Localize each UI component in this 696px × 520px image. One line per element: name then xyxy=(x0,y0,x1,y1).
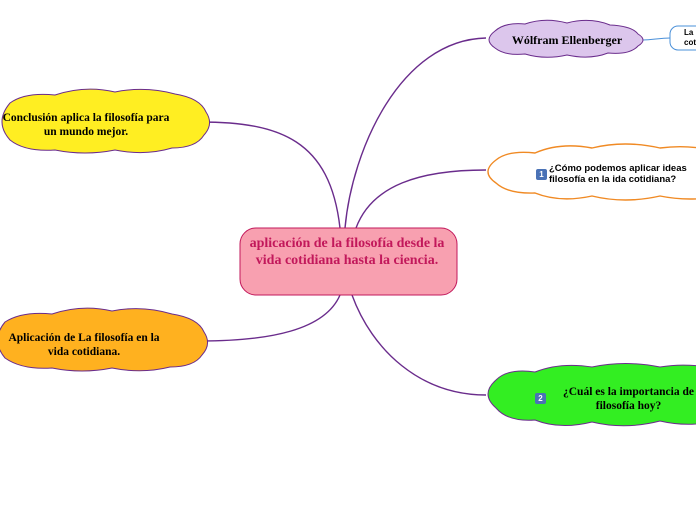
como-aplicar-label: ¿Cómo podemos aplicar ideas filosofía en… xyxy=(549,163,687,186)
wolfram-node[interactable] xyxy=(488,19,644,58)
importancia-label: ¿Cuál es la importancia de filosofía hoy… xyxy=(563,386,694,412)
number-2-icon: 2 xyxy=(535,393,546,404)
aplicacion-node[interactable] xyxy=(0,307,208,372)
connector-conclusion xyxy=(199,121,341,229)
importancia-node[interactable] xyxy=(487,363,696,427)
como-aplicar-node[interactable] xyxy=(487,143,696,201)
central-node[interactable] xyxy=(239,227,458,296)
wolfram-child-node[interactable] xyxy=(669,25,696,51)
wolfram-node-label: Wólfram Ellenberger xyxy=(511,33,623,47)
connector-wolfram xyxy=(344,37,487,229)
wolfram-child-line1: La xyxy=(684,28,694,37)
conclusion-label: Conclusión aplica la filosofía para un m… xyxy=(2,112,170,138)
aplicacion-label: Aplicación de La filosofía en la vida co… xyxy=(8,332,160,358)
connector-importancia xyxy=(351,294,487,396)
wolfram-child-label: La coti xyxy=(676,28,696,47)
connector-aplicacion xyxy=(199,294,341,342)
connector-wolfram-child xyxy=(642,37,671,41)
wolfram-child-line2: coti xyxy=(684,37,696,47)
central-node-label: aplicación de la filosofía desde la vida… xyxy=(249,236,445,268)
connector-como-aplicar xyxy=(355,169,487,229)
conclusion-node[interactable] xyxy=(1,88,210,154)
number-1-icon: 1 xyxy=(536,169,547,180)
